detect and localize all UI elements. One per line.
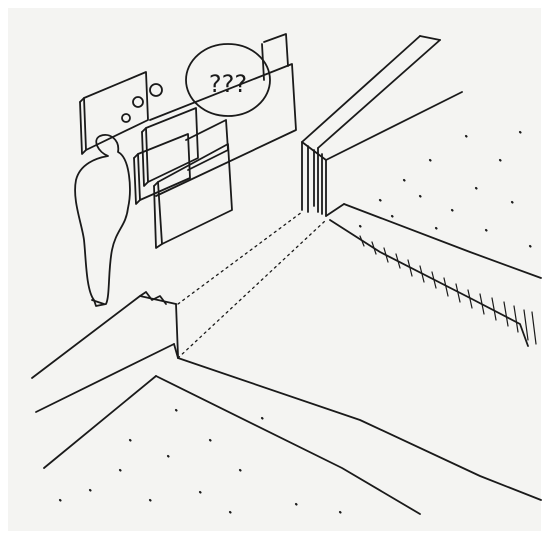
thought-bubble-text: ??? <box>209 70 247 98</box>
